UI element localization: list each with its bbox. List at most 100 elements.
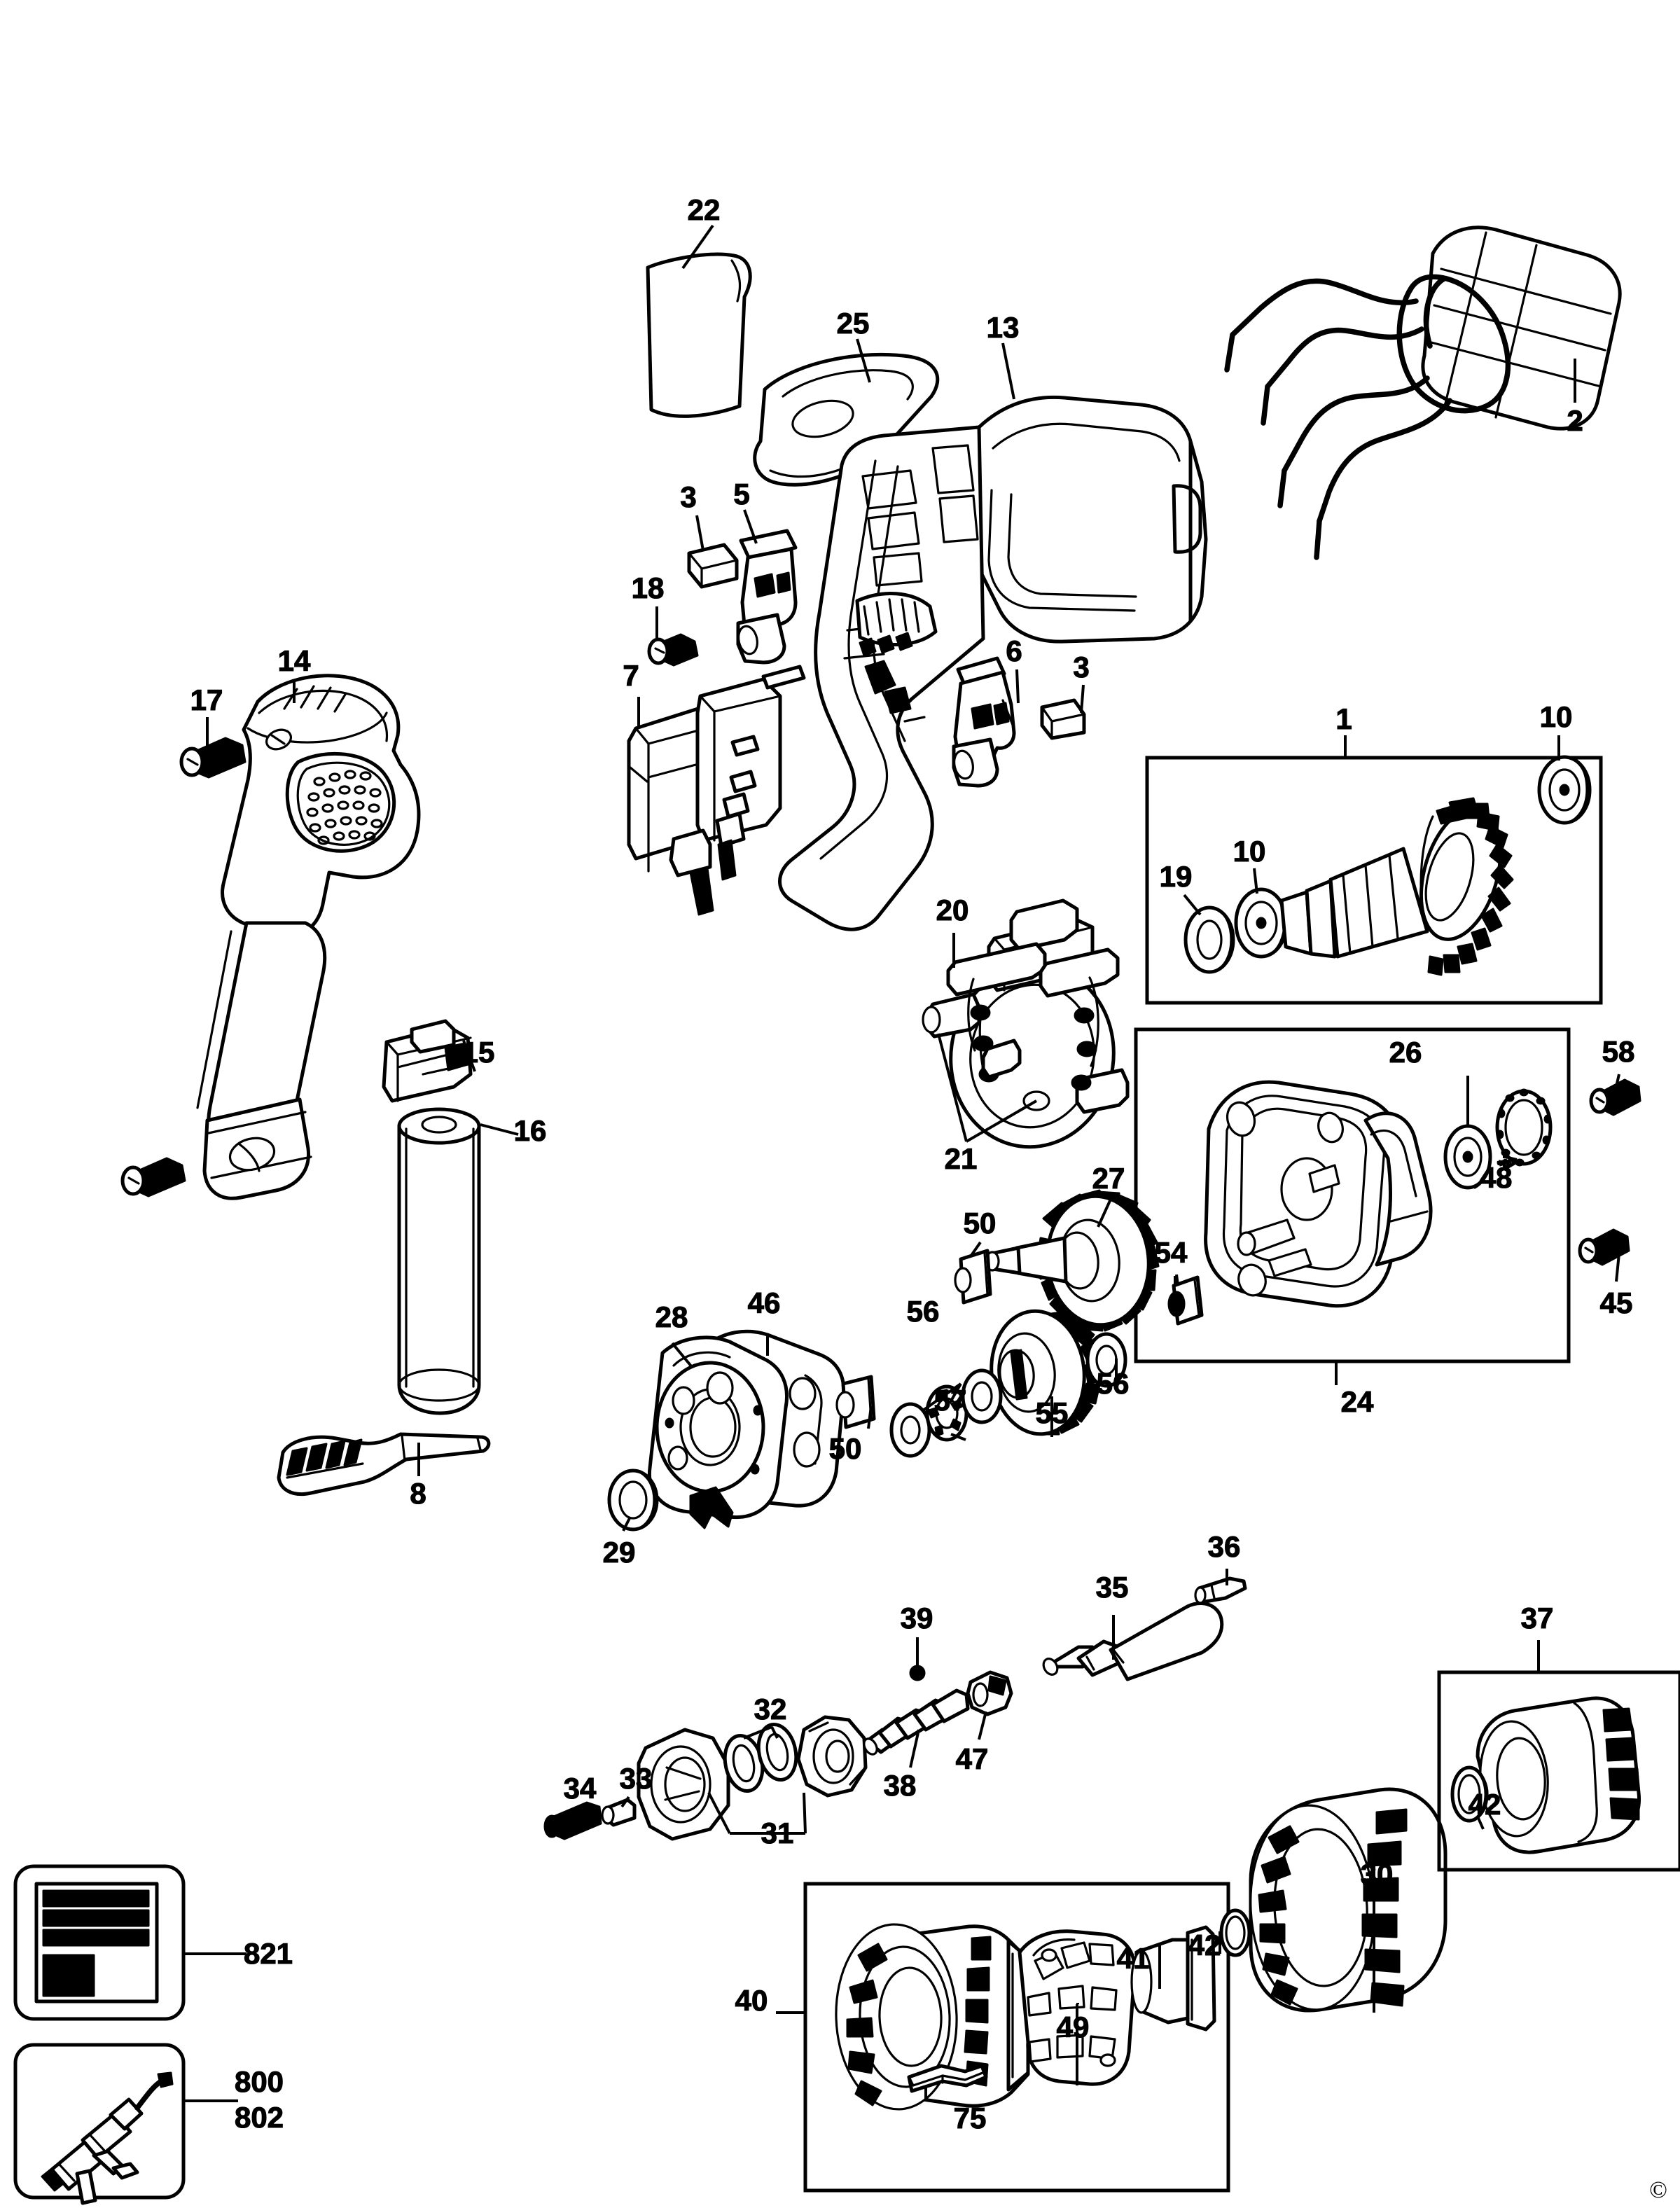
callout-3-upper: 3 [680,480,697,513]
part-1-armature [1183,797,1514,976]
part-35-spindle-shaft [1042,1601,1224,1681]
part-20-brush-ring [922,898,1130,1149]
part-58-screw [1589,1078,1641,1116]
part-45-screw [1578,1228,1630,1266]
callout-50-upper: 50 [963,1207,997,1240]
part-7-trigger-switch [627,665,806,916]
callout-36: 36 [1207,1530,1241,1563]
callout-48: 48 [1479,1161,1513,1194]
part-36-roll-pin [1194,1576,1247,1604]
callout-10-loose: 10 [1539,700,1573,733]
box-chuck-40 [803,1882,1230,2193]
callout-42-chuck37: 42 [1468,1788,1501,1821]
legend-821 [13,1864,186,2021]
part-5-brush-holder [736,529,798,665]
callout-29: 29 [602,1536,636,1569]
callout-49: 49 [1056,2011,1090,2043]
part-31-clutch-collar [796,1715,868,1798]
callout-20: 20 [936,894,969,926]
callout-32: 32 [754,1693,787,1726]
part-32-washers [723,1723,798,1793]
copyright-mark: © [1649,2177,1667,2203]
part-29-oil-seal [607,1468,659,1532]
part-40-chuck-body [835,1923,1030,2111]
part-38-clutch-shaft [863,1688,970,1756]
callout-54: 54 [1154,1236,1188,1269]
part-17-handle-screw-lower [120,1157,186,1197]
part-27-pinion-gear [985,1189,1160,1332]
part-33-set-screw [601,1798,637,1827]
callout-41: 41 [1116,1942,1150,1975]
callout-26: 26 [1389,1036,1422,1069]
callout-25: 25 [836,307,870,340]
callout-40: 40 [735,1984,768,2017]
callout-27: 27 [1092,1162,1125,1195]
callout-56-left: 56 [906,1295,940,1328]
part-3-carbon-brush-lower [1040,698,1086,740]
callout-22: 22 [687,193,721,226]
callout-802: 802 [234,2101,284,2134]
part-31-mode-knob [637,1728,730,1841]
callout-55: 55 [1035,1396,1069,1429]
callout-15: 15 [461,1036,495,1069]
part-15-handle-clamp [382,1019,473,1103]
callout-30: 30 [1360,1858,1394,1891]
callout-8: 8 [410,1477,426,1510]
callout-6: 6 [1006,634,1022,667]
part-42-ring-box40 [1219,1908,1251,1957]
callout-57: 57 [933,1384,967,1417]
part-13-motor-housing [778,395,1208,931]
part-6-brush-bracket [952,656,1016,788]
part-25-top-cover [753,352,940,487]
callout-39: 39 [900,1602,933,1634]
callout-21: 21 [944,1142,978,1175]
callout-7: 7 [623,659,639,692]
part-30-chuck-sleeve [1249,1787,1448,2013]
callout-16: 16 [513,1114,547,1147]
callout-18: 18 [631,571,665,604]
part-18-screw [647,633,699,667]
box-gearcase [1134,1027,1571,1363]
callout-28: 28 [655,1300,688,1333]
part-56-washer-mid [961,1368,1003,1424]
callout-800: 800 [234,2065,284,2098]
part-39-steel-ball [909,1665,926,1681]
callout-24: 24 [1340,1385,1374,1418]
callout-19: 19 [1159,860,1193,893]
callout-35: 35 [1095,1571,1129,1604]
callout-14: 14 [277,644,311,677]
part-16-grip-tube [397,1107,481,1415]
box-chuck-37 [1437,1670,1680,1872]
part-3-carbon-brush-upper [687,543,739,589]
part-50-bushing-upper [954,1249,992,1305]
part-56-washer-left [889,1402,931,1458]
legend-800-802 [13,2043,186,2205]
part-55-intermediate-gear [990,1309,1102,1436]
part-8-power-cord [277,1432,491,1496]
box-armature [1145,756,1603,1005]
callout-3-lower: 3 [1073,651,1090,683]
part-2-field-stator [1224,225,1622,560]
callout-38: 38 [883,1769,917,1802]
part-14-side-handle [196,674,421,1200]
callout-10-armature: 10 [1233,835,1266,868]
callout-821: 821 [243,1937,293,1970]
callout-45: 45 [1599,1286,1633,1319]
callout-47: 47 [955,1742,989,1775]
callout-5: 5 [733,478,750,511]
part-24-gearcase [1167,1080,1553,1326]
part-50-bushing-lower [835,1375,876,1429]
leader-21 [937,1033,1038,1143]
part-37-chuck [1450,1696,1641,1854]
part-34-pin [543,1801,602,1840]
part-47-clutch-nut [966,1670,1013,1716]
callout-31: 31 [761,1817,794,1849]
callout-33: 33 [619,1762,653,1795]
part-41-spindle-sleeve [1130,1925,1216,2032]
callout-58: 58 [1602,1035,1635,1068]
callout-56-right: 56 [1096,1367,1130,1400]
part-28-gearcase-cover [647,1335,789,1529]
callout-75: 75 [953,2102,987,2134]
